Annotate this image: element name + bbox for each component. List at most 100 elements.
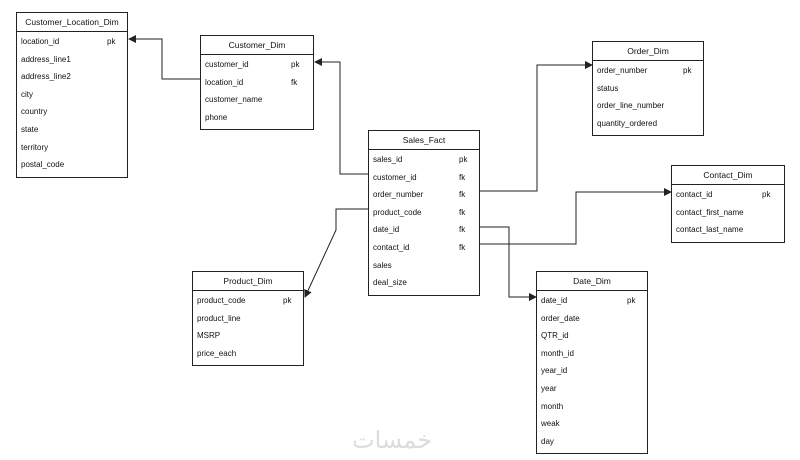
key-badge: pk — [627, 296, 636, 305]
column-name: month_id — [541, 348, 574, 358]
column-name: year — [541, 383, 557, 393]
column-name: QTR_id — [541, 331, 569, 341]
column-row[interactable]: MSRP — [193, 327, 303, 345]
column-row[interactable]: date_id fk — [369, 221, 479, 239]
column-name: state — [21, 124, 39, 134]
column-name: order_line_number — [597, 101, 665, 111]
link-date — [480, 226, 537, 301]
table-order-dim[interactable]: Order_Dim order_number pk status order_line_… — [592, 41, 704, 137]
column-name: date_id — [373, 225, 400, 235]
column-name: sales — [373, 260, 392, 270]
column-row[interactable]: contact_id fk — [369, 239, 479, 257]
key-badge: fk — [459, 225, 466, 235]
column-row[interactable]: sales — [369, 257, 479, 275]
column-row[interactable]: price_each — [193, 345, 303, 363]
column-name: contact_last_name — [676, 225, 744, 235]
column-name: postal_code — [21, 160, 65, 170]
column-row[interactable]: address_line2 — [17, 68, 127, 86]
column-name: quantity_ordered — [597, 118, 658, 128]
column-name: country — [21, 107, 48, 117]
column-name: order_date — [541, 313, 580, 323]
key-badge: fk — [291, 77, 298, 87]
column-row[interactable]: order_date — [537, 310, 647, 328]
table-title: Sales_Fact — [369, 131, 479, 150]
column-name: contact_id — [676, 190, 713, 199]
column-row[interactable]: year_id — [537, 362, 647, 380]
column-name: price_each — [197, 348, 237, 358]
column-name: address_line2 — [21, 72, 71, 82]
column-name: product_line — [197, 313, 241, 323]
table-title: Contact_Dim — [672, 166, 784, 185]
column-name: weak — [541, 419, 560, 429]
key-badge: pk — [283, 296, 292, 305]
column-row[interactable]: phone — [201, 109, 313, 127]
link-product — [304, 208, 368, 298]
column-row[interactable]: day — [537, 433, 647, 451]
column-row[interactable]: quantity_ordered — [593, 115, 703, 133]
column-name: customer_id — [205, 60, 249, 69]
column-name: location_id — [21, 37, 60, 46]
column-row[interactable]: deal_size — [369, 274, 479, 292]
table-title: Customer_Location_Dim — [17, 13, 127, 32]
column-name: contact_id — [373, 242, 410, 252]
column-name: deal_size — [373, 278, 407, 288]
link-customer-location — [128, 35, 200, 80]
column-row[interactable]: territory — [17, 139, 127, 157]
column-name: month — [541, 401, 564, 411]
column-row[interactable]: country — [17, 103, 127, 121]
column-row[interactable]: postal_code — [17, 156, 127, 174]
column-name: MSRP — [197, 331, 221, 341]
column-name: product_code — [373, 207, 422, 217]
column-row[interactable]: city — [17, 86, 127, 104]
column-row[interactable]: month — [537, 398, 647, 416]
column-name: order_number — [597, 66, 648, 75]
column-row[interactable]: status — [593, 80, 703, 98]
column-row[interactable]: customer_name — [201, 91, 313, 109]
key-badge: fk — [459, 242, 466, 252]
column-name: phone — [205, 112, 228, 122]
table-title: Customer_Dim — [201, 36, 313, 55]
column-name: product_code — [197, 296, 246, 305]
column-row[interactable]: weak — [537, 415, 647, 433]
column-row[interactable]: order_number pk — [593, 62, 703, 80]
column-name: location_id — [205, 77, 244, 87]
table-title: Date_Dim — [537, 272, 647, 291]
key-badge: pk — [683, 66, 692, 75]
column-row[interactable]: year — [537, 380, 647, 398]
link-contact — [480, 188, 672, 245]
column-row[interactable]: product_line — [193, 310, 303, 328]
column-row[interactable]: QTR_id — [537, 327, 647, 345]
table-title: Order_Dim — [593, 42, 703, 61]
column-name: year_id — [541, 366, 568, 376]
column-row[interactable]: contact_last_name — [672, 221, 784, 239]
column-name: city — [21, 89, 33, 99]
column-row[interactable]: address_line1 — [17, 51, 127, 69]
link-customer — [314, 58, 368, 175]
link-order — [480, 61, 593, 192]
column-row[interactable]: location_id fk — [201, 74, 313, 92]
key-badge: pk — [459, 155, 468, 164]
column-name: address_line1 — [21, 54, 71, 64]
column-row[interactable]: order_line_number — [593, 97, 703, 115]
column-row[interactable]: month_id — [537, 345, 647, 363]
column-row[interactable]: contact_first_name — [672, 204, 784, 222]
column-name: customer_id — [373, 172, 417, 182]
column-row[interactable]: state — [17, 121, 127, 139]
column-row[interactable]: product_code pk — [193, 292, 303, 310]
column-name: order_number — [373, 190, 424, 200]
